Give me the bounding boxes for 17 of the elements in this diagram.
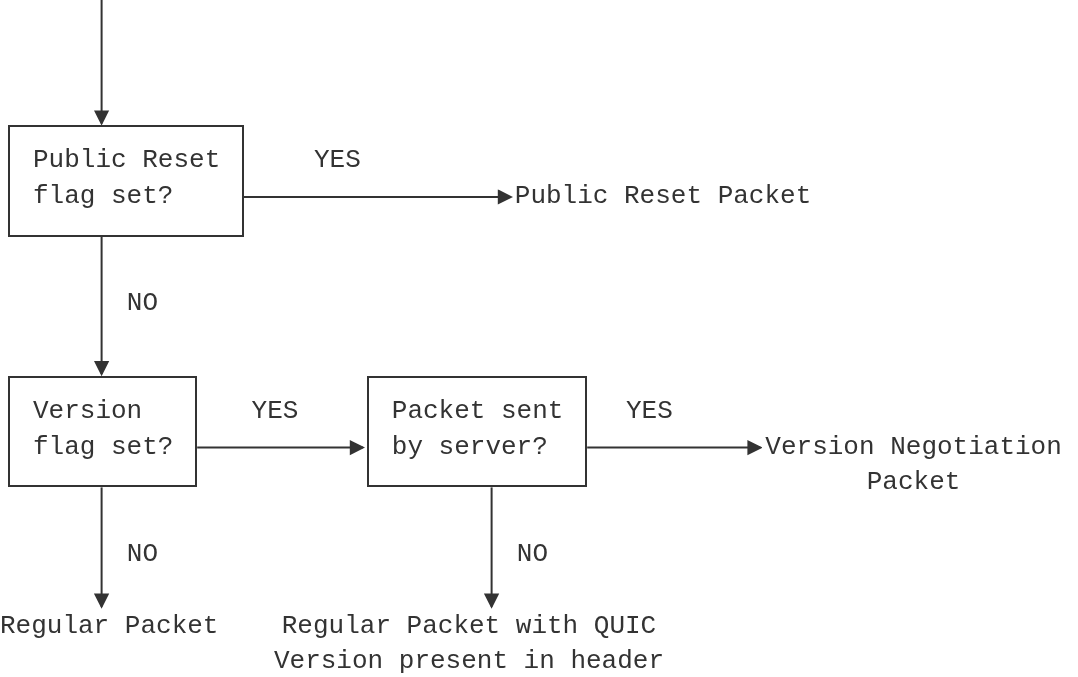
question-text: Public Reset flag set?: [33, 144, 222, 214]
arrow: [586, 440, 762, 455]
outcome-text: Regular Packet with QUIC Version present in header: [234, 608, 704, 677]
decision-box: [8, 376, 198, 488]
outcome-text: Public Reset Packet: [514, 179, 814, 215]
arrow: [196, 440, 364, 455]
decision-box: [366, 376, 588, 488]
arrow: [94, 486, 109, 608]
arrow: [243, 190, 512, 204]
arrow: [94, 0, 109, 125]
arrow: [94, 235, 109, 375]
decision-box: [8, 125, 244, 237]
outcome-text: Regular Packet: [0, 608, 221, 645]
arrow: [484, 486, 499, 608]
question-text: Version flag set?: [33, 395, 175, 464]
question-text: Packet sent by server?: [391, 395, 565, 464]
outcome-text: Version Negotiation Packet: [764, 429, 1063, 502]
